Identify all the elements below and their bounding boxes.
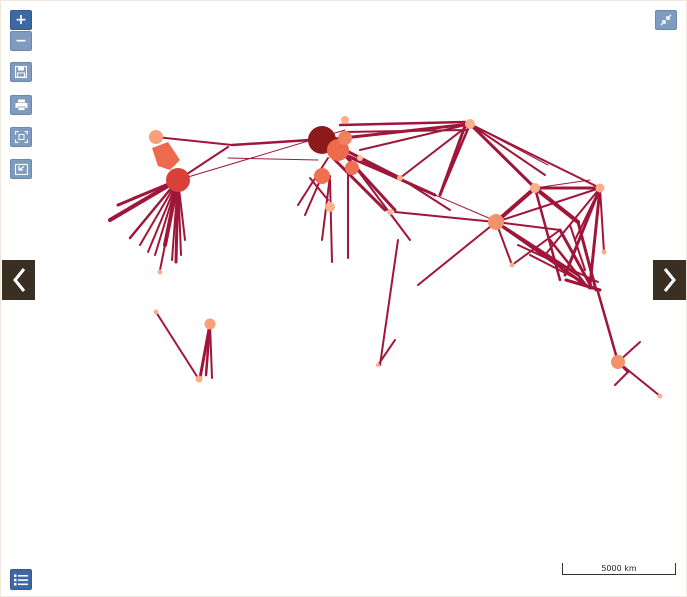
flow-lines <box>108 120 661 397</box>
save-icon <box>15 66 27 78</box>
nodes[interactable] <box>149 116 663 399</box>
node-asia-east <box>530 183 540 193</box>
node-eu-c <box>345 161 359 175</box>
node-asia-s <box>509 262 515 268</box>
print-button[interactable] <box>10 95 32 115</box>
collapse-button[interactable] <box>655 10 677 30</box>
node-sa-west <box>153 309 159 315</box>
node-oceania-nz <box>657 393 663 399</box>
reset-view-icon <box>14 163 28 175</box>
zoom-in-label: + <box>15 12 27 28</box>
node-eu-b <box>338 131 352 145</box>
fit-extent-button[interactable] <box>10 127 32 147</box>
node-sa-north <box>204 318 216 330</box>
save-button[interactable] <box>10 62 32 82</box>
chevron-right-icon <box>663 268 676 292</box>
scale-bar: 5000 km <box>562 563 676 575</box>
zoom-in-button[interactable]: + <box>10 10 32 30</box>
node-eu-f <box>341 116 349 124</box>
flow-lines-south-america <box>155 311 213 380</box>
fit-extent-icon <box>14 131 28 143</box>
node-eu-i <box>387 209 393 215</box>
zoom-out-label: − <box>15 33 27 49</box>
node-eu-j <box>376 363 380 367</box>
reset-view-button[interactable] <box>10 159 32 179</box>
arrow-marker-north-america <box>152 142 180 170</box>
print-icon <box>15 99 27 111</box>
flow-lines-north-america <box>108 129 346 271</box>
legend-list-icon <box>14 574 28 585</box>
collapse-icon <box>660 14 672 26</box>
node-asia-far-east <box>595 183 605 193</box>
node-eu-d <box>314 168 330 184</box>
node-sa-south <box>195 375 203 383</box>
node-asia-se <box>601 249 607 255</box>
node-na-large <box>166 168 190 192</box>
scale-label: 5000 km <box>601 564 637 573</box>
node-eu-h <box>397 175 403 181</box>
next-button[interactable] <box>653 260 686 300</box>
node-eu-e <box>325 202 335 212</box>
node-eu-g <box>357 155 363 161</box>
node-oceania <box>611 355 625 369</box>
chevron-left-icon <box>12 268 25 292</box>
node-asia-north <box>465 119 475 129</box>
flow-lines-asia <box>417 122 661 397</box>
node-na-north <box>149 130 163 144</box>
node-na-small <box>157 269 163 275</box>
zoom-out-button[interactable]: − <box>10 31 32 51</box>
node-asia-hub <box>488 214 504 230</box>
previous-button[interactable] <box>2 260 35 300</box>
legend-button[interactable] <box>10 569 32 590</box>
